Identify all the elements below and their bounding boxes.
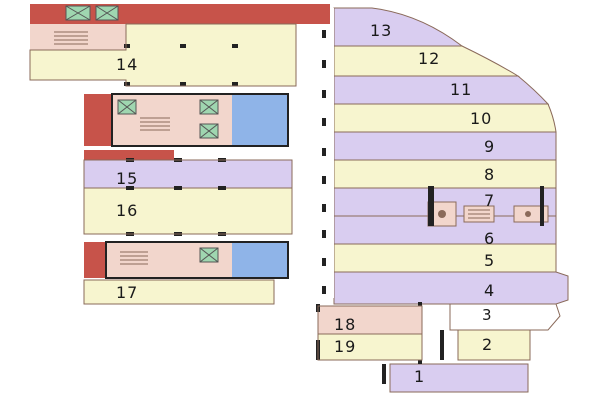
unit-labels: 13 12 11 10 9 8 7 6 5 4 3 2 1 14 15 16 1… [116,21,495,386]
unit-17[interactable] [83,279,275,305]
unit-8[interactable] [333,159,557,189]
unit-13-label: 13 [370,21,392,40]
service-row-b-brick [84,242,106,278]
stair-treads-nw [54,31,88,45]
unit-13[interactable] [333,7,464,47]
unit-17-label: 17 [116,283,138,302]
unit-1-label: 1 [414,367,425,386]
unit-14-label: 14 [116,55,138,74]
unit-11-label: 11 [450,80,472,99]
unit-3-label: 3 [482,306,492,324]
unit-19-label: 19 [334,337,356,356]
unit-18-label: 18 [334,315,356,334]
service-row-b-blue [232,242,288,278]
unit-5[interactable] [333,243,557,273]
stair-core-nw [30,24,126,50]
west-wing [29,4,423,361]
unit-6-label: 6 [484,229,495,248]
west-outlines [29,23,423,361]
unit-5-label: 5 [484,251,495,270]
east-wing [300,7,569,393]
unit-4-label: 4 [484,281,495,300]
unit-11[interactable] [333,75,550,105]
unit-9[interactable] [333,131,557,161]
unit-8-label: 8 [484,165,495,184]
unit-12-label: 12 [418,49,440,68]
unit-3[interactable] [449,303,561,331]
unit-15-label: 15 [116,169,138,188]
unit-16-label: 16 [116,201,138,220]
unit-7-label: 7 [484,191,495,210]
corridor [300,8,334,298]
unit-4[interactable] [333,271,569,305]
unit-2-label: 2 [482,335,493,354]
unit-10-label: 10 [470,109,492,128]
unit-2[interactable] [457,329,531,361]
top-vents [65,5,119,21]
unit-1[interactable] [389,363,529,393]
service-strip-15 [84,150,174,160]
unit-10[interactable] [333,103,557,133]
unit-9-label: 9 [484,137,495,156]
service-row-a-brick [84,94,112,146]
service-row-a-blue [232,94,288,146]
